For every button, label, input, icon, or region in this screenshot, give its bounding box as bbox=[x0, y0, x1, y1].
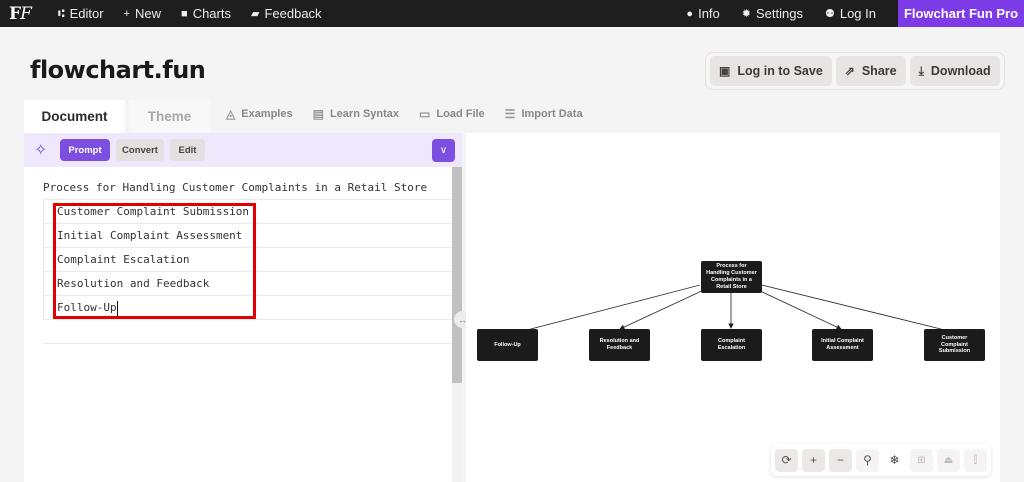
nav-new[interactable]: +New bbox=[123, 6, 162, 21]
graph-node[interactable]: Follow-Up bbox=[477, 329, 538, 361]
log-in-to-save-button[interactable]: ▣Log in to Save bbox=[710, 56, 832, 86]
row-divider bbox=[43, 247, 452, 248]
download-icon: ⤓ bbox=[918, 63, 924, 78]
gear-icon: ✹ bbox=[741, 8, 751, 20]
prompt-expand-button[interactable]: ∨ bbox=[432, 139, 455, 162]
freeze-button[interactable]: ❄ bbox=[883, 449, 906, 472]
edit-button[interactable]: Edit bbox=[170, 139, 205, 161]
graph-node[interactable]: Resolution and Feedback bbox=[589, 329, 650, 361]
nav-editor[interactable]: ⑆Editor bbox=[58, 6, 104, 21]
editor-panel: ✧ Prompt Convert Edit ∨ Process for Hand… bbox=[24, 133, 462, 482]
share-button[interactable]: ⇗Share bbox=[835, 56, 906, 86]
row-divider bbox=[43, 271, 452, 272]
grid-layout-icon: ⊞ bbox=[917, 454, 926, 466]
zoom-in-button[interactable]: + bbox=[802, 448, 825, 472]
tab-document[interactable]: Document bbox=[24, 100, 125, 133]
convert-button[interactable]: Convert bbox=[116, 139, 164, 161]
load-file-link[interactable]: ▭Load File bbox=[419, 107, 485, 121]
zoom-out-button[interactable]: − bbox=[829, 448, 852, 472]
align-icon: ⏏ bbox=[943, 454, 954, 466]
share-icon: ⇗ bbox=[844, 64, 855, 78]
row-divider bbox=[43, 343, 452, 344]
info-icon: ● bbox=[686, 7, 694, 20]
align-button[interactable]: ⏏ bbox=[937, 448, 960, 472]
tool-links: ◬Examples ▤Learn Syntax ▭Load File ☰Impo… bbox=[226, 107, 583, 121]
graph-node[interactable]: Complaint Escalation bbox=[701, 329, 762, 361]
flowchart-fun-pro-button[interactable]: Flowchart Fun Pro bbox=[898, 0, 1024, 27]
download-button[interactable]: ⤓Download bbox=[909, 56, 1000, 86]
refresh-icon: ⟳ bbox=[781, 453, 792, 467]
feedback-icon: ▰ bbox=[250, 8, 260, 20]
user-icon: ⚉ bbox=[824, 8, 835, 20]
row-divider bbox=[43, 199, 452, 200]
import-data-link[interactable]: ☰Import Data bbox=[504, 107, 583, 121]
code-editor[interactable]: Process for Handling Customer Complaints… bbox=[24, 167, 452, 482]
tab-theme[interactable]: Theme bbox=[129, 100, 210, 133]
nav-charts[interactable]: ■Charts bbox=[181, 6, 231, 21]
prompt-bar: ✧ Prompt Convert Edit ∨ bbox=[24, 133, 462, 167]
editor-icon: ⑆ bbox=[58, 7, 65, 20]
syntax-icon: ▤ bbox=[312, 107, 324, 121]
plus-icon: + bbox=[123, 7, 131, 20]
code-line-child[interactable]: Complaint Escalation bbox=[57, 253, 190, 266]
folder-icon: ■ bbox=[181, 7, 188, 20]
header-actions: ▣Log in to Save ⇗Share ⤓Download bbox=[705, 52, 1005, 90]
resize-icon: ↔ bbox=[458, 314, 467, 325]
row-divider bbox=[43, 319, 452, 320]
editor-scrollbar-thumb[interactable] bbox=[452, 167, 462, 383]
page-title: flowchart.fun bbox=[30, 56, 206, 84]
examples-icon: ◬ bbox=[226, 107, 236, 121]
code-line-child[interactable]: Initial Complaint Assessment bbox=[57, 229, 243, 242]
code-line-child[interactable]: Follow-Up bbox=[57, 300, 118, 316]
code-line-child[interactable]: Resolution and Feedback bbox=[57, 277, 210, 290]
database-icon: ☰ bbox=[504, 107, 516, 121]
app-logo[interactable]: FF bbox=[9, 3, 32, 24]
graph-node-root[interactable]: Process for Handling Customer Complaints… bbox=[701, 261, 762, 293]
distribute-icon: ⫿ bbox=[973, 454, 978, 466]
freeze-icon: ❄ bbox=[889, 453, 900, 467]
fit-view-button[interactable]: ⚲ bbox=[856, 448, 879, 472]
zoom-in-icon: + bbox=[809, 453, 817, 467]
code-line-child[interactable]: Customer Complaint Submission bbox=[57, 205, 250, 218]
learn-syntax-link[interactable]: ▤Learn Syntax bbox=[312, 107, 400, 121]
search-icon: ⚲ bbox=[863, 453, 872, 467]
indent-guide bbox=[43, 200, 44, 319]
nav-settings[interactable]: ✹Settings bbox=[741, 6, 803, 21]
nav-log-in[interactable]: ⚉Log In bbox=[824, 6, 876, 21]
graph-edges bbox=[503, 284, 962, 338]
nav-info[interactable]: ●Info bbox=[686, 6, 720, 21]
editor-tabs: Document Theme bbox=[24, 100, 210, 133]
save-icon: ▣ bbox=[719, 64, 731, 78]
folder-open-icon: ▭ bbox=[419, 107, 431, 121]
magic-wand-icon[interactable]: ✧ bbox=[34, 142, 48, 159]
top-nav: FF ⑆Editor +New ■Charts ▰Feedback ●Info … bbox=[0, 0, 1024, 27]
row-divider bbox=[43, 295, 452, 296]
nav-feedback[interactable]: ▰Feedback bbox=[250, 6, 322, 21]
row-divider bbox=[43, 223, 452, 224]
flowchart-canvas[interactable]: Process for Handling Customer Complaints… bbox=[466, 133, 1000, 482]
examples-link[interactable]: ◬Examples bbox=[226, 107, 293, 121]
code-line-root[interactable]: Process for Handling Customer Complaints… bbox=[43, 181, 428, 194]
prompt-button[interactable]: Prompt bbox=[60, 139, 110, 161]
graph-node[interactable]: Customer Complaint Submission bbox=[924, 329, 985, 361]
canvas-controls: ⟳ + − ⚲ ❄ ⊞ ⏏ ⫿ bbox=[771, 444, 991, 476]
chevron-down-icon: ∨ bbox=[439, 145, 448, 156]
grid-layout-button[interactable]: ⊞ bbox=[910, 448, 933, 472]
distribute-button[interactable]: ⫿ bbox=[964, 448, 987, 472]
zoom-out-icon: − bbox=[836, 453, 844, 467]
text-cursor bbox=[116, 300, 118, 316]
graph-node[interactable]: Initial Complaint Assessment bbox=[812, 329, 873, 361]
refresh-layout-button[interactable]: ⟳ bbox=[775, 448, 798, 472]
